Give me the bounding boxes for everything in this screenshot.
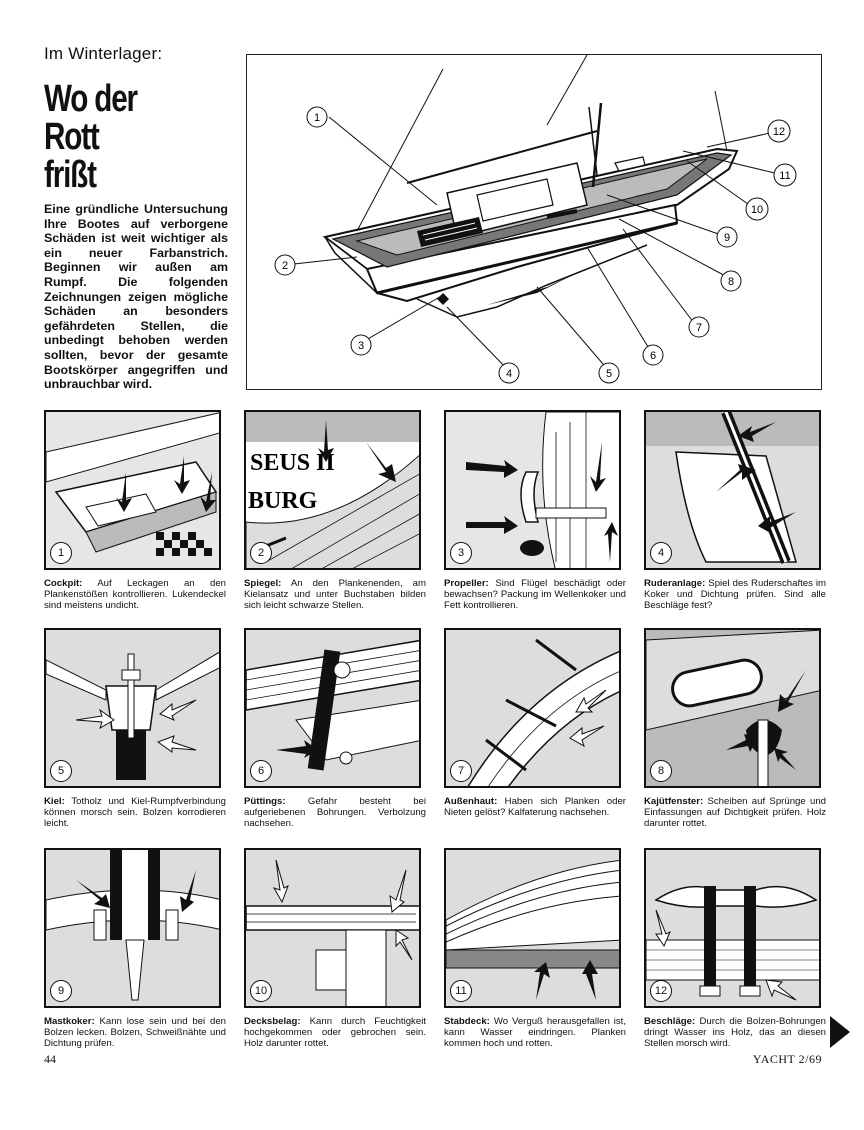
spiegel-drawing: SEUS II BURG <box>246 412 419 568</box>
panel-kajuetfenster: 8 <box>644 628 821 788</box>
stabdeck-drawing <box>446 850 619 1006</box>
headline-line-1: Wo der <box>44 78 138 120</box>
panel-decksbelag: 10 <box>244 848 421 1008</box>
panel-number: 5 <box>50 760 72 782</box>
panel-number: 9 <box>50 980 72 1002</box>
beschlaege-drawing <box>646 850 819 1006</box>
caption-text: An den Plankenenden, am Kielansatz und u… <box>244 578 426 611</box>
caption-text: Durch die Bolzen-Bohrungen dringt Wasser… <box>644 1016 826 1049</box>
caption-kajuetfenster: Kajütfenster: Scheiben auf Sprünge und E… <box>644 796 826 829</box>
kicker: Im Winterlager: <box>44 44 163 63</box>
panel-beschlaege: 12 <box>644 848 821 1008</box>
magazine-footer: YACHT 2/69 <box>752 1052 822 1066</box>
caption-text: Haben sich Planken oder Nieten gelöst? K… <box>444 796 626 818</box>
caption-puettings: Püttings: Gefahr besteht bei aufgerieben… <box>244 796 426 829</box>
caption-text: Gefahr besteht bei aufgeriebenen Bohrung… <box>244 796 427 829</box>
aussenhaut-drawing <box>446 630 619 786</box>
panel-stabdeck: 11 <box>444 848 621 1008</box>
hero-callout-12: 12 <box>773 126 785 138</box>
caption-title: Spiegel: <box>244 578 282 589</box>
kajuetfenster-drawing <box>646 630 819 786</box>
caption-title: Propeller: <box>444 578 489 589</box>
ruderanlage-drawing <box>646 412 819 568</box>
hero-callout-3: 3 <box>358 340 364 352</box>
decksbelag-drawing <box>246 850 419 1006</box>
stern-lettering-bottom: BURG <box>248 488 318 514</box>
panel-number: 8 <box>650 760 672 782</box>
headline: Wo der Rott frißt <box>44 78 138 196</box>
kiel-drawing <box>46 630 219 786</box>
panel-puettings: 6 <box>244 628 421 788</box>
panel-kiel: 5 <box>44 628 221 788</box>
hero-callout-2: 2 <box>282 260 288 272</box>
panel-mastkoker: 9 <box>44 848 221 1008</box>
caption-beschlaege: Beschläge: Durch die Bolzen-Bohrungen dr… <box>644 1016 826 1049</box>
caption-text: Auf Leckagen an den Plankenstößen kontro… <box>44 578 226 611</box>
headline-line-3: frißt <box>44 154 97 196</box>
panel-number: 4 <box>650 542 672 564</box>
hero-callout-7: 7 <box>696 322 702 334</box>
hero-callout-1: 1 <box>314 112 320 124</box>
propeller-drawing <box>446 412 619 568</box>
caption-mastkoker: Mastkoker: Kann lose sein und bei den Bo… <box>44 1016 226 1049</box>
caption-title: Kiel: <box>44 796 65 807</box>
panel-number: 2 <box>250 542 272 564</box>
panel-aussenhaut: 7 <box>444 628 621 788</box>
caption-text: Kann durch Feuchtigkeit hochgekommen ode… <box>244 1016 426 1049</box>
caption-text: Totholz und Kiel-Rumpfverbindung können … <box>44 796 226 829</box>
caption-decksbelag: Decksbelag: Kann durch Feuchtigkeit hoch… <box>244 1016 426 1049</box>
page-number: 44 <box>44 1052 56 1066</box>
caption-text: Spiel des Ruderschaftes im Koker und Dic… <box>644 578 827 611</box>
caption-title: Kajütfenster: <box>644 796 704 807</box>
caption-title: Ruderanlage: <box>644 578 706 589</box>
caption-text: Sind Flügel beschädigt oder bewachsen? P… <box>444 578 627 611</box>
hero-callout-6: 6 <box>650 350 656 362</box>
next-page-arrow-icon <box>830 1016 850 1048</box>
panel-number: 1 <box>50 542 72 564</box>
hero-boat-illustration: 1 2 3 4 5 6 7 8 9 10 11 12 <box>246 54 822 390</box>
caption-title: Beschläge: <box>644 1016 696 1027</box>
caption-title: Püttings: <box>244 796 286 807</box>
caption-spiegel: Spiegel: An den Plankenenden, am Kielans… <box>244 578 426 611</box>
caption-text: Wo Verguß herausgefallen ist, kann Wasse… <box>444 1016 626 1049</box>
panel-number: 3 <box>450 542 472 564</box>
caption-text: Scheiben auf Sprünge und Einfassungen au… <box>644 796 826 829</box>
panel-number: 11 <box>450 980 472 1002</box>
caption-stabdeck: Stabdeck: Wo Verguß herausgefallen ist, … <box>444 1016 626 1049</box>
caption-ruderanlage: Ruderanlage: Spiel des Ruderschaftes im … <box>644 578 826 611</box>
headline-line-2: Rott <box>44 116 100 158</box>
caption-cockpit: Cockpit: Auf Leckagen an den Plankenstöß… <box>44 578 226 611</box>
panel-number: 12 <box>650 980 672 1002</box>
panel-spiegel: SEUS II BURG 2 <box>244 410 421 570</box>
caption-kiel: Kiel: Totholz und Kiel-Rumpfverbindung k… <box>44 796 226 829</box>
hero-callouts: 1 2 3 4 5 6 7 8 9 10 11 12 <box>274 106 797 384</box>
panel-ruderanlage: 4 <box>644 410 821 570</box>
puettings-drawing <box>246 630 419 786</box>
caption-aussenhaut: Außenhaut: Haben sich Planken oder Niete… <box>444 796 626 818</box>
hero-callout-11: 11 <box>779 170 790 182</box>
panel-number: 6 <box>250 760 272 782</box>
hero-callout-9: 9 <box>724 232 730 244</box>
panel-propeller: 3 <box>444 410 621 570</box>
hero-callout-5: 5 <box>606 368 612 380</box>
caption-text: Kann lose sein und bei den Bolzen lecken… <box>44 1016 227 1049</box>
caption-title: Außenhaut: <box>444 796 498 807</box>
mastkoker-drawing <box>46 850 219 1006</box>
panel-cockpit: 1 <box>44 410 221 570</box>
panel-number: 7 <box>450 760 472 782</box>
stern-lettering-top: SEUS II <box>250 450 335 476</box>
caption-title: Stabdeck: <box>444 1016 490 1027</box>
caption-title: Cockpit: <box>44 578 83 589</box>
hero-callout-4: 4 <box>506 368 512 380</box>
hero-callout-8: 8 <box>728 276 734 288</box>
panel-number: 10 <box>250 980 272 1002</box>
intro-text: Eine gründliche Untersuchung Ihre Bootes… <box>44 202 228 392</box>
boat-drawing: 1 2 3 4 5 6 7 8 9 10 11 12 <box>274 55 797 384</box>
hero-callout-10: 10 <box>751 204 763 216</box>
caption-propeller: Propeller: Sind Flügel beschädigt oder b… <box>444 578 626 611</box>
caption-title: Mastkoker: <box>44 1016 95 1027</box>
caption-title: Decksbelag: <box>244 1016 301 1027</box>
cockpit-drawing <box>46 412 219 568</box>
